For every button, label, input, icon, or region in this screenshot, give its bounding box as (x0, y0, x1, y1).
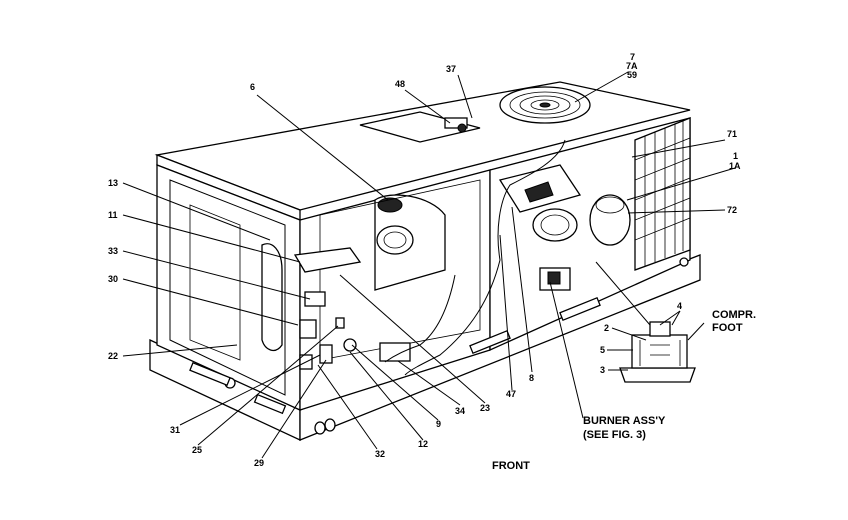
top-access-cover (359, 111, 481, 143)
callout-1: 1 (733, 151, 738, 161)
callout-34: 34 (455, 406, 465, 416)
wiring-harness (384, 274, 456, 363)
control-components (261, 243, 411, 370)
refrigerant-piping (404, 139, 566, 376)
callout-47: 47 (506, 389, 516, 399)
callout-7a: 7A (626, 61, 638, 71)
rooftop-unit-drawing (149, 81, 701, 442)
condenser-coil-grille (634, 117, 691, 271)
callout-12: 12 (418, 439, 428, 449)
blower-compartment (319, 179, 481, 361)
callout-3: 3 (600, 365, 605, 375)
callout-25: 25 (192, 445, 202, 455)
compr-foot-label-line2: FOOT (712, 322, 743, 334)
callout-59: 59 (627, 70, 637, 80)
callout-6: 6 (250, 82, 255, 92)
base-cutouts (189, 257, 689, 435)
compressor (589, 194, 631, 246)
callout-32: 32 (375, 449, 385, 459)
burner-label-line2: (SEE FIG. 3) (583, 429, 646, 441)
callout-1a: 1A (729, 161, 741, 171)
callout-5: 5 (600, 345, 605, 355)
callout-33: 33 (108, 246, 118, 256)
callout-29: 29 (254, 458, 264, 468)
callout-11: 11 (108, 210, 118, 220)
front-label: FRONT (492, 460, 530, 472)
callout-37: 37 (446, 64, 456, 74)
callout-labels: 7 7A 59 37 48 6 71 1 1A 72 13 11 33 30 2… (108, 52, 741, 468)
callout-9: 9 (436, 419, 441, 429)
left-interior-panel (189, 204, 241, 361)
callout-7: 7 (630, 52, 635, 62)
condenser-fan (499, 86, 591, 124)
compressor-foot-detail (619, 321, 696, 383)
callout-2: 2 (604, 323, 609, 333)
callout-23: 23 (480, 403, 490, 413)
callout-13: 13 (108, 178, 118, 188)
heat-exchanger (498, 164, 582, 242)
leader-lines (122, 71, 736, 459)
callout-48: 48 (395, 79, 405, 89)
callout-31: 31 (170, 425, 180, 435)
callout-30: 30 (108, 274, 118, 284)
burner-assembly (539, 267, 571, 291)
callout-71: 71 (727, 129, 737, 139)
burner-label-line1: BURNER ASS'Y (583, 415, 666, 427)
callout-4: 4 (677, 301, 682, 311)
compr-foot-label-line1: COMPR. (712, 309, 756, 321)
callout-8: 8 (529, 373, 534, 383)
notes: COMPR. FOOT BURNER ASS'Y (SEE FIG. 3) FR… (492, 309, 756, 472)
callout-22: 22 (108, 351, 118, 361)
callout-72: 72 (727, 205, 737, 215)
left-cabinet-opening (169, 179, 286, 396)
